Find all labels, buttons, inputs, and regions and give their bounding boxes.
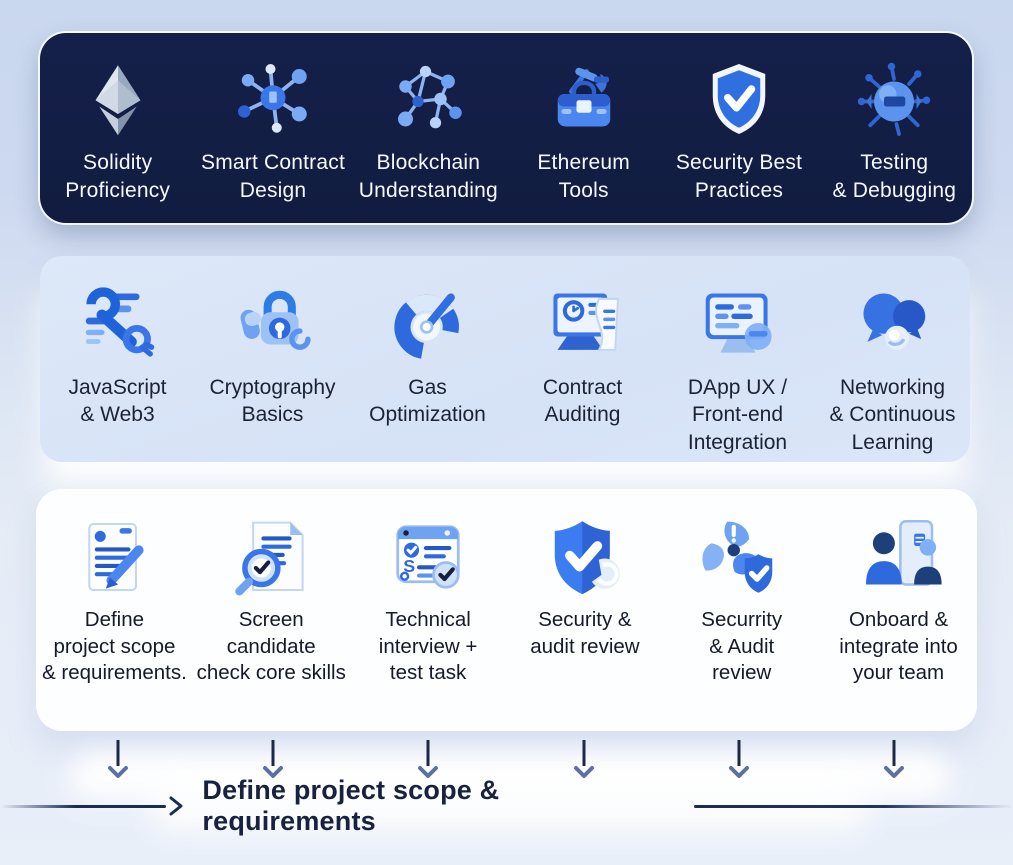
- skill-label: Solidity Proficiency: [65, 151, 171, 202]
- footer-flow-label: Define project scope & requirements: [202, 775, 500, 836]
- skill-label: Contract Auditing: [542, 376, 623, 427]
- arrow-right-icon: [168, 795, 184, 817]
- down-arrow-icon: [506, 738, 661, 782]
- skill-label: Smart Contract Design: [200, 151, 345, 202]
- padlock-icon: [230, 280, 316, 366]
- down-arrow-icon: [40, 738, 195, 782]
- skill-label: Cryptography Basics: [209, 376, 336, 427]
- step-securrity-audit-review: Securrity & Audit review: [663, 489, 820, 731]
- skill-label: JavaScript & Web3: [68, 376, 167, 427]
- svg-text:S: S: [403, 556, 415, 576]
- skill-ethereum-tools: Ethereum Tools: [506, 33, 661, 223]
- skill-label: Ethereum Tools: [537, 151, 630, 202]
- magnifier-check-document-icon: [227, 513, 315, 601]
- audit-monitor-icon: [540, 280, 626, 366]
- step-onboard-team: Onboard & integrate into your team: [820, 489, 977, 731]
- checklist-window-icon: S: [384, 513, 472, 601]
- skill-label: Gas Optimization: [369, 376, 486, 427]
- down-arrow-icon: [351, 738, 506, 782]
- down-arrow-icon: [661, 738, 816, 782]
- bug-icon: [854, 59, 934, 139]
- shield-check-badge-icon: [541, 513, 629, 601]
- dapp-monitor-icon: [695, 280, 781, 366]
- skill-gas-optimization: Gas Optimization: [350, 256, 505, 462]
- network-nodes-icon: [388, 59, 468, 139]
- shield-check-icon: [699, 59, 779, 139]
- step-label: Screen candidate check core skills: [196, 608, 346, 685]
- flow-line-right: [694, 804, 1013, 808]
- supporting-skills-panel: JavaScript & Web3 Cryptography Basics Ga…: [40, 256, 970, 462]
- step-label: Securrity & Audit review: [701, 608, 783, 685]
- skill-label: Networking & Continuous Learning: [829, 376, 956, 454]
- ethereum-pyramid-icon: [78, 59, 158, 139]
- skill-security-best-practices: Security Best Practices: [661, 33, 816, 223]
- flow-arrows-row: [40, 738, 972, 782]
- wrench-code-icon: [75, 280, 161, 366]
- step-label: Define project scope & requirements.: [42, 608, 187, 685]
- step-screen-candidate: Screen candidate check core skills: [193, 489, 350, 731]
- flow-line-left: [0, 804, 167, 808]
- skill-networking-learning: Networking & Continuous Learning: [815, 256, 970, 462]
- down-arrow-icon: [817, 738, 972, 782]
- fan-shield-check-icon: [698, 513, 786, 601]
- skill-contract-auditing: Contract Auditing: [505, 256, 660, 462]
- skill-solidity-proficiency: Solidity Proficiency: [40, 33, 195, 223]
- toolbox-icon: [544, 59, 624, 139]
- skill-testing-debugging: Testing & Debugging: [817, 33, 972, 223]
- step-label: Onboard & integrate into your team: [839, 608, 958, 685]
- down-arrow-icon: [195, 738, 350, 782]
- step-define-scope: Define project scope & requirements.: [36, 489, 193, 731]
- skill-label: Security Best Practices: [675, 151, 803, 202]
- skill-smart-contract-design: Smart Contract Design: [195, 33, 350, 223]
- skill-dapp-ux-frontend: DApp UX / Front-end Integration: [660, 256, 815, 462]
- skill-cryptography-basics: Cryptography Basics: [195, 256, 350, 462]
- molecule-icon: [233, 59, 313, 139]
- step-label: Technical interview + test task: [378, 608, 478, 685]
- chat-bubbles-icon: [850, 280, 936, 366]
- step-technical-interview: S Technical interview + test task: [350, 489, 507, 731]
- document-pen-icon: [70, 513, 158, 601]
- core-skills-panel: Solidity Proficiency Smart Contract Desi…: [40, 33, 972, 223]
- skill-blockchain-understanding: Blockchain Understanding: [351, 33, 506, 223]
- team-onboard-icon: [855, 513, 943, 601]
- gauge-icon: [385, 280, 471, 366]
- skill-label: Testing & Debugging: [832, 151, 957, 202]
- skill-javascript-web3: JavaScript & Web3: [40, 256, 195, 462]
- step-security-audit-review: Security & audit review: [506, 489, 663, 731]
- hiring-process-panel: Define project scope & requirements. Scr…: [36, 489, 977, 731]
- step-label: Security & audit review: [530, 608, 640, 658]
- skill-label: Blockchain Understanding: [358, 151, 498, 202]
- skill-label: DApp UX / Front-end Integration: [687, 376, 788, 454]
- footer-flow: Define project scope & requirements: [0, 775, 1013, 836]
